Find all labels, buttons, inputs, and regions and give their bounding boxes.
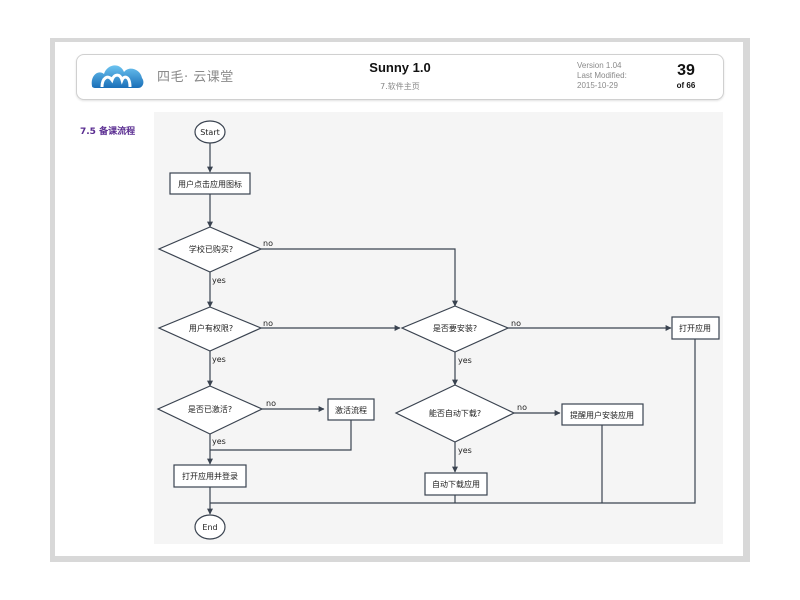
version-info: Version 1.04 Last Modified: 2015-10-29: [577, 61, 627, 91]
page-number: 39: [677, 62, 695, 79]
edge-label-activated-yes: yes: [212, 437, 226, 446]
label-click-icon: 用户点击应用图标: [178, 179, 242, 189]
node-click-icon: [169, 172, 251, 195]
label-open-app: 打开应用: [679, 323, 711, 333]
edge-label-perm-no: no: [263, 319, 273, 328]
last-modified-label: Last Modified:: [577, 71, 627, 80]
node-end: [194, 514, 226, 540]
edge-school-no: [261, 248, 458, 307]
label-user-permission: 用户有权限?: [189, 323, 233, 333]
label-school-bought: 学校已购买?: [189, 244, 233, 254]
node-need-install: [400, 305, 510, 353]
node-school-bought: [157, 226, 263, 273]
node-start: [194, 120, 226, 144]
label-activate-flow: 激活流程: [335, 405, 367, 415]
node-open-and-login: [173, 464, 247, 488]
page-total: of 66: [676, 81, 696, 90]
label-start: Start: [200, 128, 220, 137]
brand-name: 四毛· 云课堂: [157, 70, 234, 85]
document-title: Sunny 1.0: [369, 60, 431, 75]
node-remind-install: [561, 403, 644, 426]
version-text: Version 1.04: [577, 61, 622, 70]
header-bar: [76, 54, 724, 100]
node-open-app: [671, 316, 720, 340]
label-auto-download: 自动下载应用: [432, 479, 480, 489]
last-modified-date: 2015-10-29: [577, 81, 618, 90]
label-remind-install: 提醒用户安装应用: [570, 410, 634, 420]
edge-label-install-no: no: [511, 319, 521, 328]
edge-label-perm-yes: yes: [212, 355, 226, 364]
cloud-logo-icon: [91, 65, 144, 88]
node-activate-flow: [327, 398, 375, 421]
section-title: 7.5 备课流程: [80, 127, 136, 137]
edge-label-install-yes: yes: [458, 356, 472, 365]
edge-label-activated-no: no: [266, 399, 276, 408]
label-end: End: [202, 523, 217, 532]
node-auto-download-q: [394, 384, 516, 443]
edge-openapp-return: [210, 339, 696, 504]
edge-label-school-no: no: [263, 239, 273, 248]
edge-label-school-yes: yes: [212, 276, 226, 285]
document-subtitle: 7.软件主页: [380, 82, 420, 91]
label-auto-download-q: 能否自动下载?: [429, 408, 481, 418]
label-activated: 是否已激活?: [188, 404, 232, 414]
edge-label-download-yes: yes: [458, 446, 472, 455]
node-auto-download: [424, 472, 488, 496]
label-open-and-login: 打开应用并登录: [182, 471, 238, 481]
node-activated: [156, 385, 264, 435]
label-need-install: 是否要安装?: [433, 323, 477, 333]
edge-activate-return: [210, 420, 352, 451]
edge-label-download-no: no: [517, 403, 527, 412]
node-user-permission: [157, 306, 263, 352]
